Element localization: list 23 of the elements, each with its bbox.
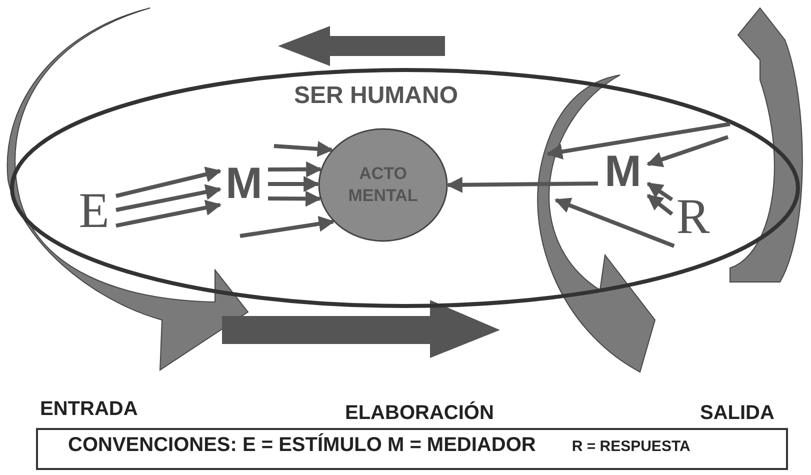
arrow	[554, 198, 675, 248]
arrow	[268, 176, 320, 192]
legend-text: R = RESPUESTA	[572, 437, 690, 457]
arrow	[268, 190, 322, 207]
arrow	[116, 200, 222, 228]
letter-label: M	[604, 146, 642, 198]
section-label: ENTRADA	[40, 397, 138, 422]
arrow	[646, 182, 674, 202]
letter-label: R	[675, 188, 711, 244]
arrow	[646, 135, 729, 168]
arrow	[646, 194, 674, 216]
title-text: SER HUMANO	[294, 81, 458, 111]
letter-label: M	[224, 158, 264, 210]
arrow	[240, 216, 335, 238]
section-label: SALIDA	[700, 401, 774, 426]
arrow	[116, 184, 222, 212]
legend-text: CONVENCIONES: E = ESTÍMULO M = MEDIADOR	[68, 432, 536, 458]
section-label: ELABORACIÓN	[345, 400, 494, 426]
arrow	[116, 166, 222, 198]
arrow	[274, 140, 334, 157]
arrow	[268, 161, 322, 178]
arrow	[446, 176, 598, 193]
letter-label: E	[78, 182, 110, 238]
